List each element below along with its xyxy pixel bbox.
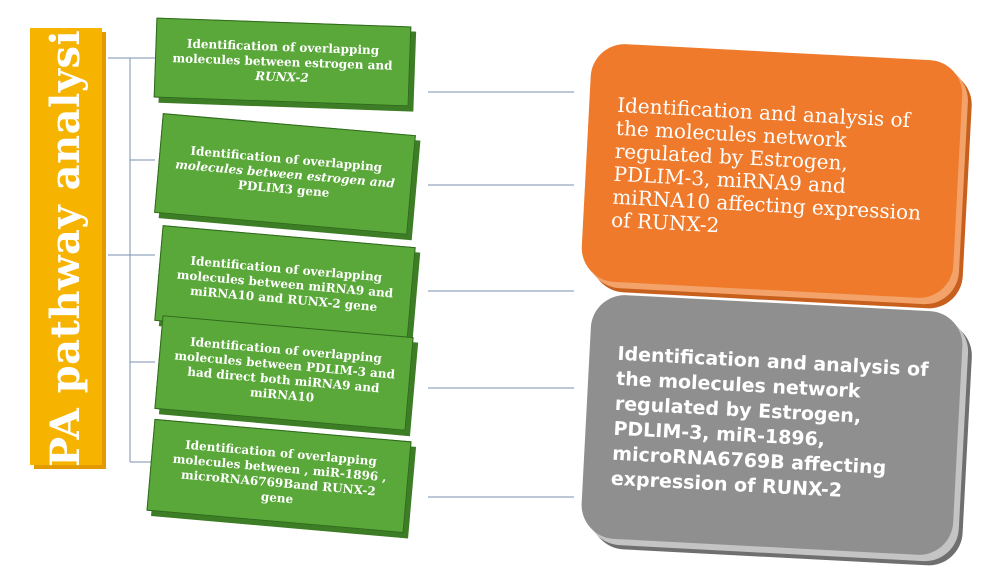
result-box-orange: Identification and analysis of the molec… — [580, 42, 964, 300]
result-orange-text: Identification and analysis of the molec… — [610, 92, 922, 238]
result-gray-text: Identification and analysis of the molec… — [610, 342, 930, 502]
title-text: IPA pathway analysis — [42, 6, 90, 487]
step-box-1: Identification of overlapping molecules … — [153, 17, 412, 107]
result-box-gray: Identification and analysis of the molec… — [579, 293, 965, 557]
title-bar: IPA pathway analysis — [30, 7, 102, 486]
